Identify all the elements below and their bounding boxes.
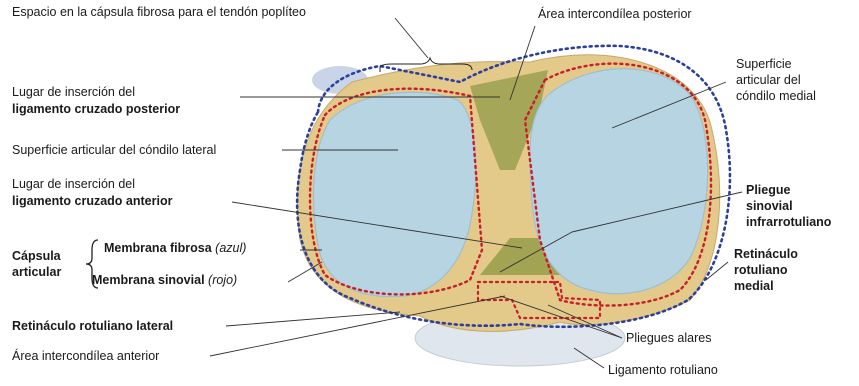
label-medial-surface-line1: Superficie — [736, 56, 792, 72]
label-anterior-intercondylar-area: Área intercondílea anterior — [12, 348, 159, 364]
label-infrapatellar-line3: infrarrotuliano — [746, 214, 831, 230]
label-lateral-surface: Superficie articular del cóndilo lateral — [12, 142, 216, 158]
leader-popliteal — [395, 18, 428, 58]
label-synovial-note: (rojo) — [208, 273, 237, 287]
lateral-articular-surface — [314, 92, 476, 296]
label-popliteal-space: Espacio en la cápsula fibrosa para el te… — [12, 4, 306, 20]
label-fibrous-membrane: Membrana fibrosa — [104, 241, 212, 255]
label-capsule-line1: Cápsula — [12, 248, 61, 264]
label-medial-retinaculum-line1: Retináculo — [734, 246, 798, 262]
leader-lateral-retinaculum — [226, 312, 400, 326]
label-medial-retinaculum-line3: medial — [734, 278, 774, 294]
label-fibrous-membrane-row: Membrana fibrosa (azul) — [104, 240, 246, 256]
label-medial-retinaculum-line2: rotuliano — [734, 262, 787, 278]
label-synovial-membrane: Membrana sinovial — [92, 273, 205, 287]
label-acl-line2: ligamento cruzado anterior — [12, 193, 172, 209]
label-capsule-line2: articular — [12, 264, 61, 280]
label-medial-surface-line3: cóndilo medial — [736, 88, 816, 104]
label-posterior-intercondylar-area: Área intercondílea posterior — [538, 6, 692, 22]
label-acl-line1: Lugar de inserción del — [12, 176, 135, 192]
label-infrapatellar-line2: sinovial — [746, 198, 793, 214]
label-lateral-retinaculum: Retináculo rotuliano lateral — [12, 318, 173, 334]
label-infrapatellar-line1: Pliegue — [746, 182, 790, 198]
label-patellar-ligament: Ligamento rotuliano — [608, 362, 718, 378]
label-synovial-membrane-row: Membrana sinovial (rojo) — [92, 272, 237, 288]
label-medial-surface-line2: articular del — [736, 72, 801, 88]
label-pcl-line2: ligamento cruzado posterior — [12, 101, 180, 117]
medial-articular-surface — [530, 69, 708, 294]
label-fibrous-note: (azul) — [215, 241, 246, 255]
label-pcl-line1: Lugar de inserción del — [12, 84, 135, 100]
label-alar-folds: Pliegues alares — [626, 330, 711, 346]
